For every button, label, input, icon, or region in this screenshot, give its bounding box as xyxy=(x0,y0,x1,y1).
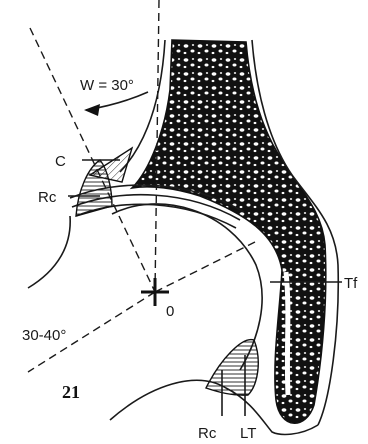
label-cartilage: C xyxy=(55,153,66,170)
medial-wall-gap xyxy=(286,272,288,395)
horizontal-dash-line xyxy=(155,242,255,292)
arrow-head xyxy=(84,104,100,116)
label-rc-top: Rc xyxy=(38,189,57,206)
rc-bottom-region xyxy=(206,340,258,396)
label-rc-bottom: Rc xyxy=(198,425,217,442)
label-wiberg-angle: W = 30° xyxy=(80,77,134,94)
label-teardrop: Tf xyxy=(344,275,358,292)
pelvis-lateral-contour xyxy=(28,216,70,288)
label-angle-range: 30-40° xyxy=(22,327,66,344)
label-lt: LT xyxy=(240,425,256,442)
figure-number: 21 xyxy=(62,382,80,402)
label-center: 0 xyxy=(166,303,174,320)
